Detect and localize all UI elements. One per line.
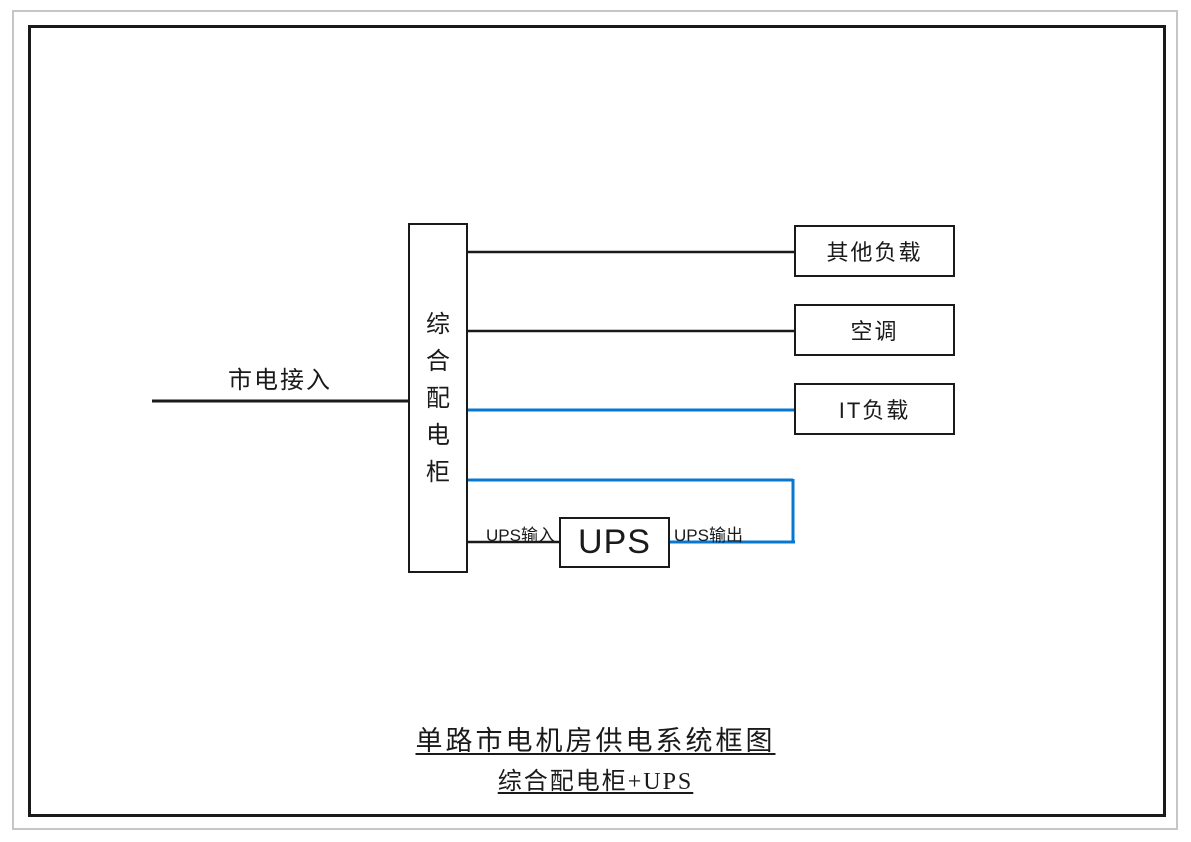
other-load-label: 其他负载 <box>826 240 923 265</box>
distribution-cabinet-label: 综 合 配 电 柜 <box>426 306 450 491</box>
page-border-outer <box>12 10 1178 830</box>
ups-input-label: UPS输入 <box>486 526 555 545</box>
cabinet-char: 合 <box>426 347 450 375</box>
it-load-box: IT负载 <box>794 383 955 435</box>
mains-input-label: 市电接入 <box>228 367 332 394</box>
ups-box: UPS <box>559 517 670 568</box>
air-conditioning-box: 空调 <box>794 304 955 356</box>
ups-output-label: UPS输出 <box>674 526 743 545</box>
it-load-label: IT负载 <box>838 398 911 423</box>
page-border-inner <box>28 25 1166 817</box>
ups-label: UPS <box>578 523 651 561</box>
diagram-title: 单路市电机房供电系统框图 <box>415 726 776 756</box>
distribution-cabinet-box: 综 合 配 电 柜 <box>408 223 468 573</box>
cabinet-char: 电 <box>426 421 450 449</box>
cabinet-char: 柜 <box>426 458 450 486</box>
other-load-box: 其他负载 <box>794 225 955 277</box>
diagram-subtitle: 综合配电柜+UPS <box>497 769 694 795</box>
air-conditioning-label: 空调 <box>850 319 899 344</box>
cabinet-char: 配 <box>426 384 450 412</box>
cabinet-char: 综 <box>426 310 450 338</box>
